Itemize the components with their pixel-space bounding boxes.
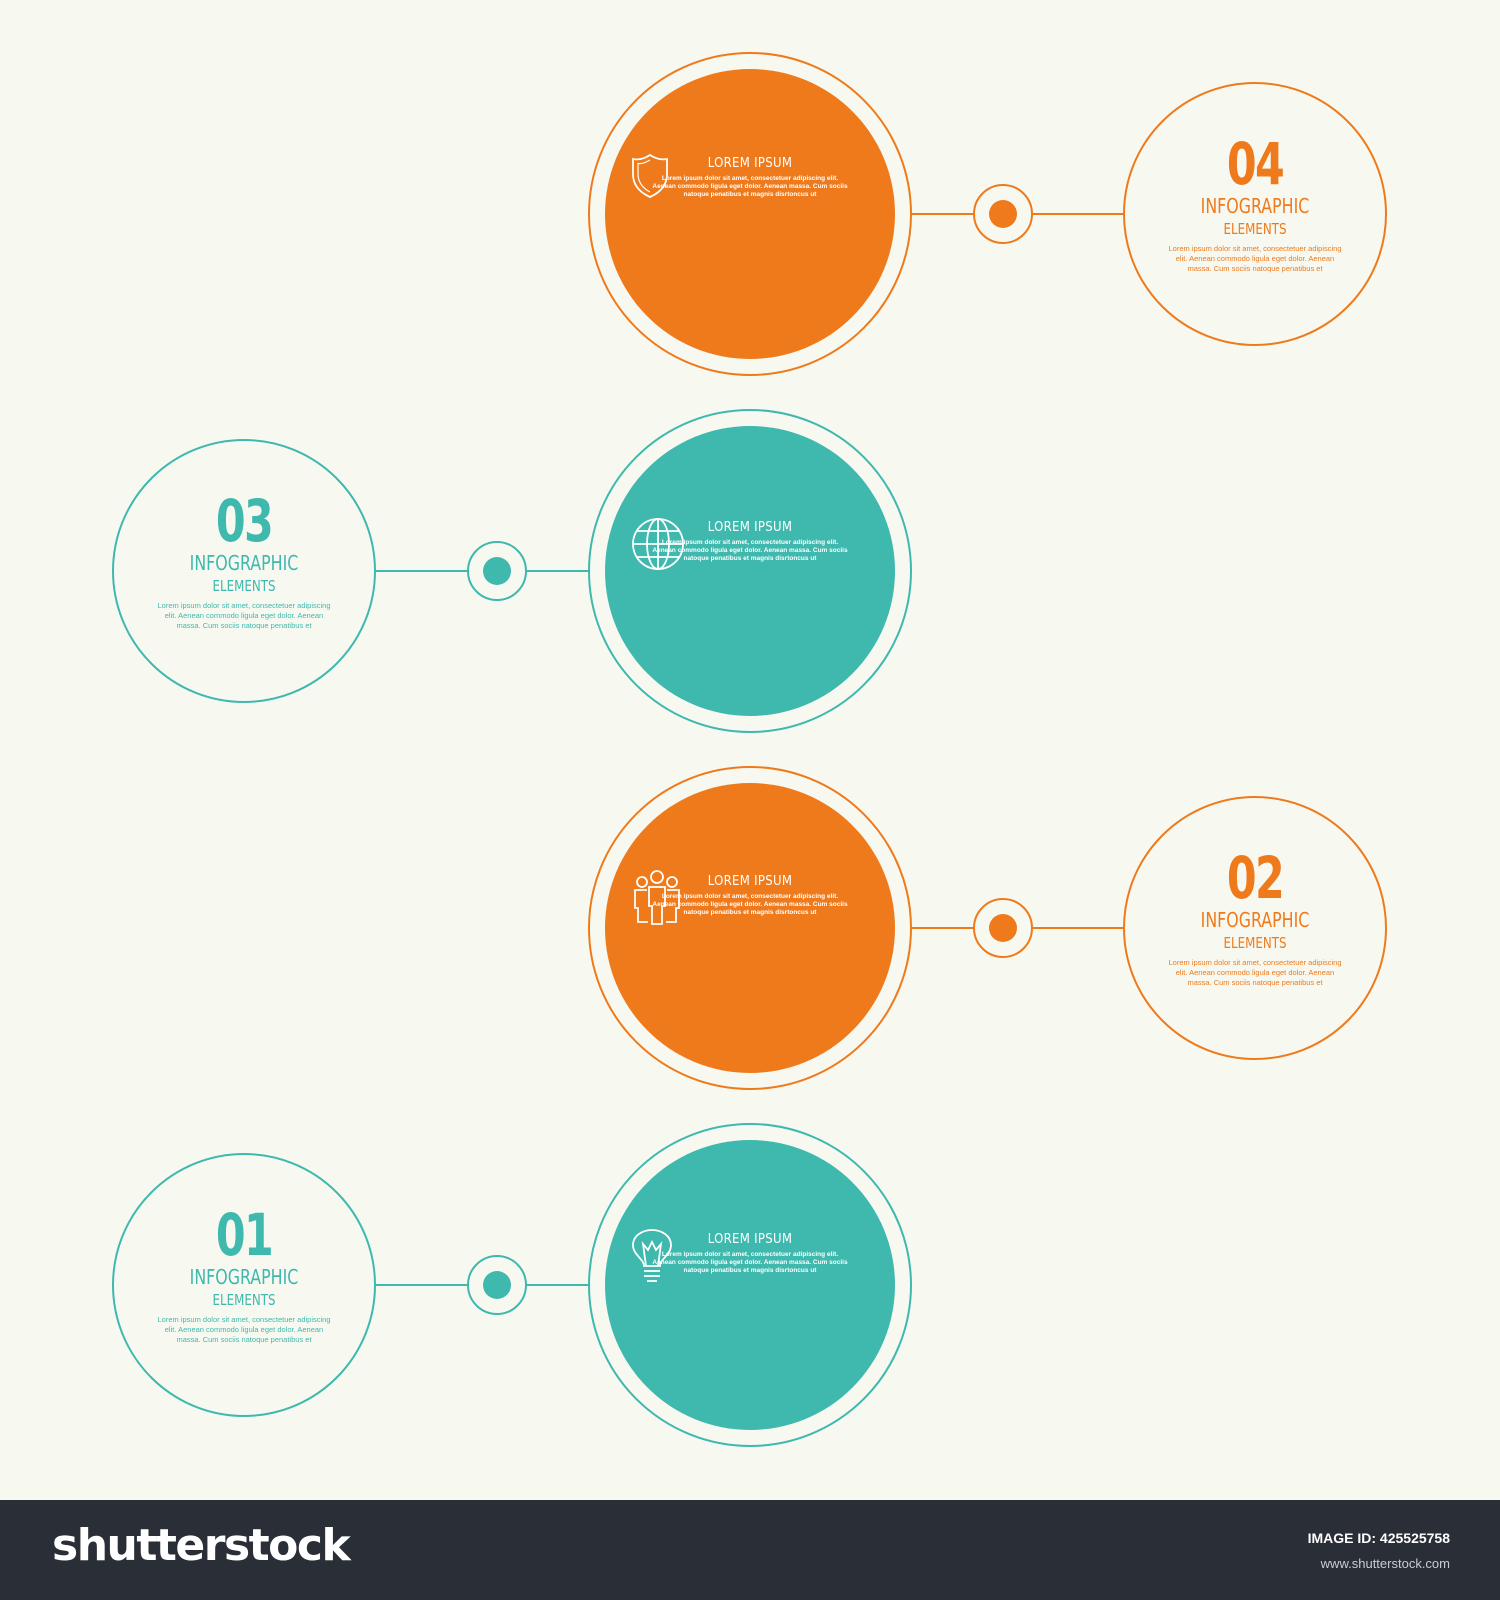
site-url[interactable]: www.shutterstock.com: [1320, 1556, 1450, 1571]
step-01-shapes: [112, 1123, 912, 1447]
step-04-label-main: INFOGRAPHIC: [1200, 194, 1310, 218]
step-03-node-dot: [483, 557, 511, 585]
step-01-label-main: INFOGRAPHIC: [189, 1265, 299, 1289]
stock-footer: shutterstock IMAGE ID: 425525758 www.shu…: [0, 1500, 1500, 1600]
step-01-title: LOREM IPSUM: [707, 1232, 793, 1247]
step-02-content: LOREM IPSUM Lorem ipsum dolor sit amet, …: [630, 870, 870, 925]
step-02-shapes: [588, 766, 1387, 1090]
step-04-content: LOREM IPSUM Lorem ipsum dolor sit amet, …: [630, 152, 870, 199]
step-04-node-dot: [989, 200, 1017, 228]
step-03-content: LOREM IPSUM Lorem ipsum dolor sit amet, …: [630, 516, 870, 570]
step-02-title: LOREM IPSUM: [707, 874, 793, 889]
step-02-label-main: INFOGRAPHIC: [1200, 908, 1310, 932]
step-02-outer-ring: [588, 766, 912, 1090]
step-04-shapes: [588, 52, 1387, 376]
step-01-main-circle: [605, 1140, 895, 1430]
step-03-label-circle: [112, 439, 376, 703]
step-01-content: LOREM IPSUM Lorem ipsum dolor sit amet, …: [630, 1228, 870, 1282]
diagram-shapes: [112, 52, 1387, 1447]
infographic-diagram: LOREM IPSUM Lorem ipsum dolor sit amet, …: [112, 52, 1387, 1447]
globe-icon: [632, 518, 684, 570]
step-02-label: 02 INFOGRAPHIC ELEMENTS Lorem ipsum dolo…: [1155, 848, 1355, 988]
step-03-label: 03 INFOGRAPHIC ELEMENTS Lorem ipsum dolo…: [144, 491, 344, 631]
step-01-node-dot: [483, 1271, 511, 1299]
step-01-label-circle: [112, 1153, 376, 1417]
shield-icon: [632, 153, 668, 198]
step-03-label-main: INFOGRAPHIC: [189, 551, 299, 575]
step-01-label-text: Lorem ipsum dolor sit amet, consectetuer…: [157, 1315, 331, 1344]
step-03-shapes: [112, 409, 912, 733]
step-04-label: 04 INFOGRAPHIC ELEMENTS Lorem ipsum dolo…: [1155, 134, 1355, 274]
step-03-number: 03: [215, 487, 274, 555]
step-03-outer-ring: [588, 409, 912, 733]
image-id: IMAGE ID: 425525758: [1307, 1530, 1450, 1546]
step-04-label-text: Lorem ipsum dolor sit amet, consectetuer…: [1168, 244, 1342, 273]
step-04-title: LOREM IPSUM: [707, 156, 793, 171]
step-03-label-text: Lorem ipsum dolor sit amet, consectetuer…: [157, 601, 331, 630]
step-04-label-sub: ELEMENTS: [1223, 220, 1287, 238]
shutterstock-logo[interactable]: shutterstock: [52, 1520, 351, 1571]
step-01-body-text: Lorem ipsum dolor sit amet, consectetuer…: [652, 1251, 848, 1274]
step-02-node-dot: [989, 914, 1017, 942]
step-04-outer-ring: [588, 52, 912, 376]
step-02-label-circle: [1123, 796, 1387, 1060]
lightbulb-icon: [632, 1229, 672, 1282]
step-04-label-circle: [1123, 82, 1387, 346]
step-02-label-sub: ELEMENTS: [1223, 934, 1287, 952]
step-03-label-sub: ELEMENTS: [212, 577, 276, 595]
step-02-label-text: Lorem ipsum dolor sit amet, consectetuer…: [1168, 958, 1342, 987]
step-01-number: 01: [215, 1201, 274, 1269]
step-04-main-circle: [605, 69, 895, 359]
step-03-title: LOREM IPSUM: [707, 520, 793, 535]
people-icon: [634, 870, 680, 925]
step-03-main-circle: [605, 426, 895, 716]
step-01-label-sub: ELEMENTS: [212, 1291, 276, 1309]
step-02-main-circle: [605, 783, 895, 1073]
step-03-body-text: Lorem ipsum dolor sit amet, consectetuer…: [652, 539, 848, 562]
step-02-body-text: Lorem ipsum dolor sit amet, consectetuer…: [652, 893, 848, 916]
step-02-number: 02: [1226, 844, 1285, 912]
step-04-number: 04: [1226, 130, 1285, 198]
step-04-body-text: Lorem ipsum dolor sit amet, consectetuer…: [652, 175, 848, 198]
step-01-outer-ring: [588, 1123, 912, 1447]
step-01-label: 01 INFOGRAPHIC ELEMENTS Lorem ipsum dolo…: [144, 1205, 344, 1345]
